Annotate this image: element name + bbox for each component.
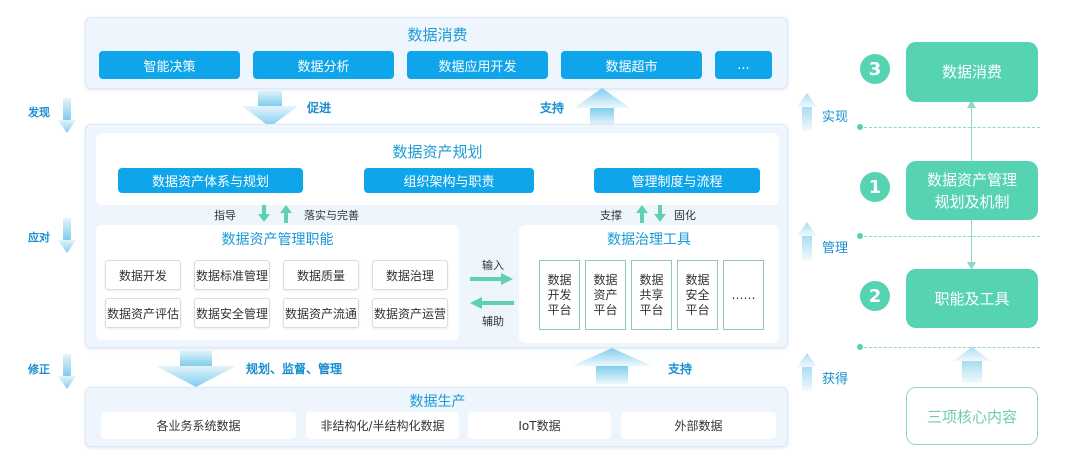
consumption-item-app-dev[interactable]: 数据应用开发 xyxy=(407,51,548,79)
realize-label: 实现 xyxy=(822,110,849,125)
production-item-business[interactable]: 各业务系统数据 xyxy=(101,412,296,439)
tool-share-platform[interactable]: 数据共享平台 xyxy=(631,260,672,330)
implement-label: 落实与完善 xyxy=(304,209,359,222)
tool-security-platform[interactable]: 数据安全平台 xyxy=(677,260,718,330)
discover-arrow-icon xyxy=(58,98,76,133)
consumption-item-more[interactable]: ... xyxy=(715,51,772,79)
function-security-mgmt[interactable]: 数据安全管理 xyxy=(194,298,270,328)
divider-dot xyxy=(857,233,863,239)
guide-label: 指导 xyxy=(214,209,236,222)
function-data-governance[interactable]: 数据治理 xyxy=(372,260,448,290)
divider-line xyxy=(864,236,1040,237)
function-data-standard[interactable]: 数据标准管理 xyxy=(194,260,270,290)
left-label-discover: 发现 xyxy=(28,106,50,119)
tool-text: 平台 xyxy=(685,302,710,317)
connector-down-arrow-icon xyxy=(967,262,976,270)
planning-item-org[interactable]: 组织架构与职责 xyxy=(364,168,534,193)
tool-dev-platform[interactable]: 数据开发平台 xyxy=(539,260,580,330)
functions-title: 数据资产管理职能 xyxy=(221,232,334,248)
consumption-item-smart-decision[interactable]: 智能决策 xyxy=(99,51,240,79)
promote-label: 促进 xyxy=(307,101,332,115)
step-2-badge: 2 xyxy=(860,281,890,311)
function-asset-operation[interactable]: 数据资产运营 xyxy=(372,298,448,328)
tool-text: 平台 xyxy=(593,302,618,317)
implement-up-arrow-icon xyxy=(280,205,292,223)
tool-text: 数据 xyxy=(685,272,710,287)
planning-title: 数据资产规划 xyxy=(392,143,483,161)
left-label-respond: 应对 xyxy=(28,231,50,244)
production-item-iot[interactable]: IoT数据 xyxy=(468,412,611,439)
production-item-external[interactable]: 外部数据 xyxy=(621,412,776,439)
solidify-down-arrow-icon xyxy=(654,205,666,222)
core-up-arrow-icon xyxy=(953,347,991,383)
respond-arrow-icon xyxy=(58,218,76,253)
consumption-panel: 数据消费 智能决策 数据分析 数据应用开发 数据超市 ... xyxy=(85,17,788,89)
realize-arrow-icon xyxy=(797,93,817,131)
divider-line xyxy=(864,127,1040,128)
prop-up-arrow-icon xyxy=(636,205,648,223)
manage-label: 管理 xyxy=(822,241,849,256)
obtain-arrow-icon xyxy=(797,353,817,391)
production-item-unstructured[interactable]: 非结构化/半结构化数据 xyxy=(306,412,459,439)
function-data-quality[interactable]: 数据质量 xyxy=(283,260,359,290)
functions-section: 数据资产管理职能 数据开发 数据标准管理 数据质量 数据治理 数据资产评估 数据… xyxy=(96,225,459,340)
input-label: 输入 xyxy=(482,259,504,272)
step-3-badge: 3 xyxy=(860,54,890,84)
tool-text: 安全 xyxy=(685,287,710,302)
consumption-item-data-market[interactable]: 数据超市 xyxy=(561,51,702,79)
step-planning-box[interactable]: 数据资产管理规划及机制 xyxy=(906,161,1038,220)
tool-text: 开发 xyxy=(547,287,572,302)
connector-up-arrow-icon xyxy=(967,100,976,108)
tool-text: 数据 xyxy=(639,272,664,287)
support-top-arrow-icon xyxy=(574,88,630,126)
promote-arrow-icon xyxy=(242,90,298,127)
production-title: 数据生产 xyxy=(409,394,466,410)
production-panel: 数据生产 各业务系统数据 非结构化/半结构化数据 IoT数据 外部数据 xyxy=(85,387,788,447)
tools-section: 数据治理工具 数据开发平台 数据资产平台 数据共享平台 数据安全平台 …… xyxy=(519,225,779,343)
correct-arrow-icon xyxy=(58,354,76,389)
tool-text: 平台 xyxy=(639,302,664,317)
tools-title: 数据治理工具 xyxy=(607,232,691,248)
solidify-label: 固化 xyxy=(674,209,696,222)
step-planning-line2: 规划及机制 xyxy=(934,192,1010,211)
management-panel: 数据资产规划 数据资产体系与规划 组织架构与职责 管理制度与流程 指导 落实与完… xyxy=(85,124,788,348)
planning-item-policy[interactable]: 管理制度与流程 xyxy=(594,168,760,193)
divider-dot xyxy=(857,344,863,350)
core-content-box[interactable]: 三项核心内容 xyxy=(906,387,1038,445)
tool-more[interactable]: …… xyxy=(723,260,764,330)
function-data-dev[interactable]: 数据开发 xyxy=(105,260,181,290)
manage-arrow-icon xyxy=(797,222,817,260)
support-bottom-arrow-icon xyxy=(572,348,652,384)
tool-text: 资产 xyxy=(593,287,618,302)
divider-line xyxy=(864,347,1040,348)
planning-section: 数据资产规划 数据资产体系与规划 组织架构与职责 管理制度与流程 xyxy=(96,133,779,205)
tool-text: …… xyxy=(731,287,756,302)
prop-label: 支撑 xyxy=(600,209,622,222)
step-functions-tools-box[interactable]: 职能及工具 xyxy=(906,269,1038,328)
assist-label: 辅助 xyxy=(482,315,504,328)
function-asset-circulation[interactable]: 数据资产流通 xyxy=(283,298,359,328)
obtain-label: 获得 xyxy=(822,372,849,387)
tool-asset-platform[interactable]: 数据资产平台 xyxy=(585,260,626,330)
step-planning-line1: 数据资产管理 xyxy=(926,170,1017,189)
step-1-badge: 1 xyxy=(860,172,890,202)
planning-item-system[interactable]: 数据资产体系与规划 xyxy=(118,168,303,193)
plan-arrow-icon xyxy=(156,350,236,387)
tool-text: 平台 xyxy=(547,302,572,317)
input-right-arrow-icon xyxy=(470,273,513,285)
plan-supervise-manage-label: 规划、监督、管理 xyxy=(246,362,343,376)
guide-down-arrow-icon xyxy=(258,205,270,222)
tool-text: 数据 xyxy=(547,272,572,287)
consumption-item-data-analysis[interactable]: 数据分析 xyxy=(253,51,394,79)
function-asset-evaluation[interactable]: 数据资产评估 xyxy=(105,298,181,328)
support-bottom-label: 支持 xyxy=(668,362,693,376)
step-consumption-box[interactable]: 数据消费 xyxy=(906,42,1038,102)
tool-text: 数据 xyxy=(593,272,618,287)
assist-left-arrow-icon xyxy=(470,297,514,309)
support-top-label: 支持 xyxy=(540,101,565,115)
consumption-title: 数据消费 xyxy=(407,26,468,44)
tool-text: 共享 xyxy=(639,287,664,302)
divider-dot xyxy=(857,124,863,130)
left-label-correct: 修正 xyxy=(28,363,50,376)
